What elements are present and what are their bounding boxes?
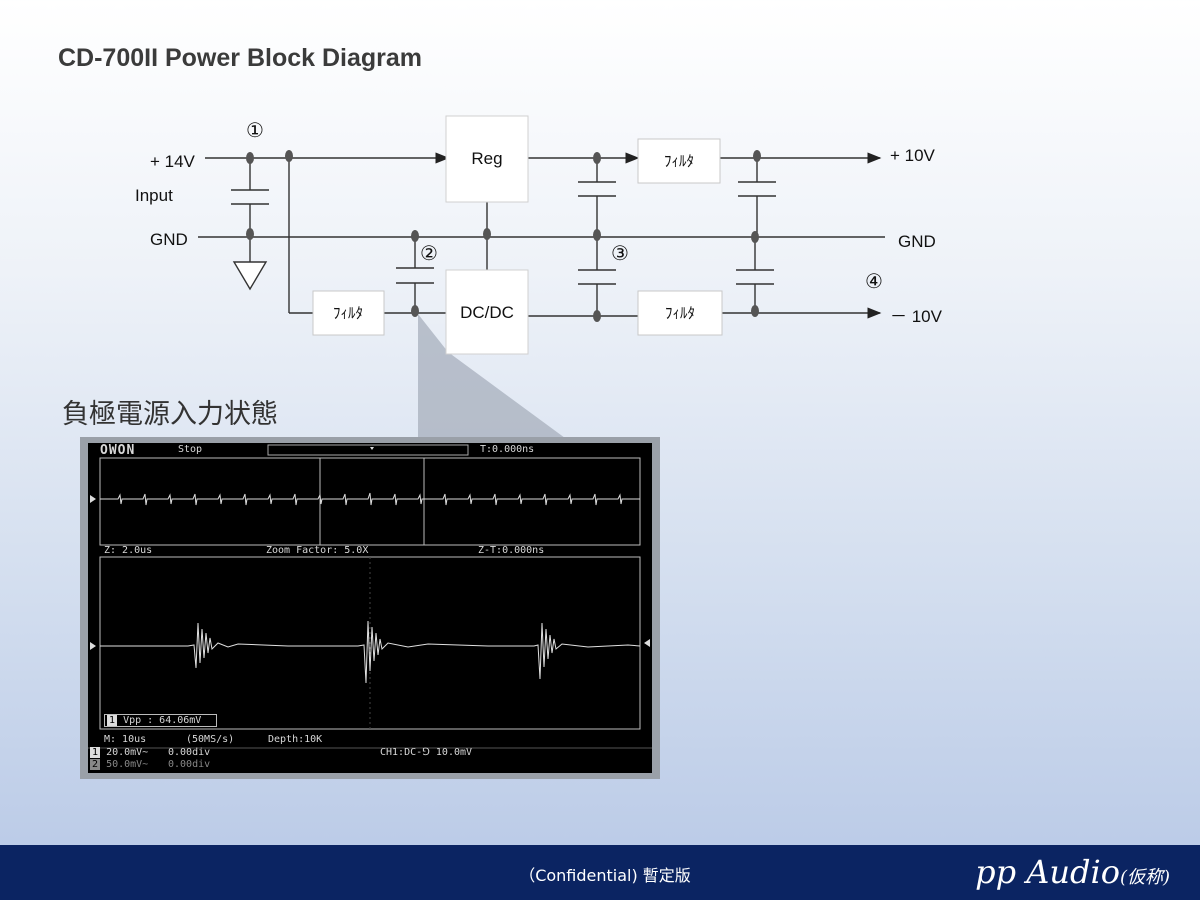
scope-ch2-scale: 50.0mV~ bbox=[106, 759, 148, 770]
scope-ch1-offset: 0.00div bbox=[168, 747, 210, 758]
filter-label: ﾌｨﾙﾀ bbox=[333, 305, 363, 322]
scope-depth: Depth:10K bbox=[268, 734, 322, 745]
zoom-waveform bbox=[100, 493, 640, 505]
ground-symbol bbox=[234, 237, 266, 289]
scope-ch1-scale: 20.0mV~ bbox=[106, 747, 148, 758]
input-label: Input bbox=[135, 186, 173, 205]
scope-trigger-setting: CH1:DC-⅁ 10.0mV bbox=[380, 747, 472, 758]
dcdc-block: DC/DC bbox=[446, 270, 528, 354]
marker-4: ④ bbox=[865, 271, 883, 293]
footer-brand: pp Audio(仮称) bbox=[975, 853, 1170, 891]
filter-block-neg: ﾌｨﾙﾀ bbox=[638, 291, 722, 335]
scope-zoom-timebase: Z: 2.0us bbox=[104, 545, 152, 556]
section-title: 負極電源入力状態 bbox=[62, 392, 278, 431]
filter-label: ﾌｨﾙﾀ bbox=[664, 153, 694, 170]
scope-timebase: M: 10us bbox=[104, 734, 146, 745]
capacitor-4-bottom bbox=[736, 237, 774, 313]
pos-output-label: + 10V bbox=[890, 146, 936, 165]
scope-ch2-row: 2 50.0mV~ bbox=[90, 759, 148, 770]
footer-bar: （Confidential) 暫定版 pp Audio(仮称) bbox=[0, 845, 1200, 900]
capacitor-4-top bbox=[738, 158, 776, 237]
marker-1: ① bbox=[246, 120, 264, 142]
footer-brand-suffix: (仮称) bbox=[1120, 867, 1170, 888]
marker-3: ③ bbox=[611, 243, 629, 265]
capacitor-input bbox=[231, 158, 269, 237]
dcdc-label: DC/DC bbox=[460, 303, 514, 322]
input-voltage-label: + 14V bbox=[150, 152, 196, 171]
filter-block-pos: ﾌｨﾙﾀ bbox=[638, 139, 720, 183]
reg-block: Reg bbox=[446, 116, 528, 202]
oscilloscope-screenshot: OWON Stop T:0.000ns Z: 2.0us Zoom Factor… bbox=[80, 437, 660, 779]
scope-measurement-box: 1 Vpp : 64.06mV bbox=[104, 714, 217, 727]
footer-brand-name: pp Audio bbox=[975, 853, 1120, 891]
filter-label: ﾌｨﾙﾀ bbox=[665, 305, 695, 322]
scope-screen: OWON Stop T:0.000ns Z: 2.0us Zoom Factor… bbox=[88, 443, 652, 773]
gnd-right-label: GND bbox=[898, 232, 936, 251]
filter-block-dcdc-in: ﾌｨﾙﾀ bbox=[313, 291, 384, 335]
scope-state: Stop bbox=[178, 444, 202, 455]
scope-zoom-trigger-time: Z-T:0.000ns bbox=[478, 545, 544, 556]
neg-output-label: － 10V bbox=[890, 307, 943, 326]
scope-trigger-time: T:0.000ns bbox=[480, 444, 534, 455]
scope-sample-rate: (50MS/s) bbox=[186, 734, 234, 745]
capacitor-3-top bbox=[578, 158, 616, 237]
reg-label: Reg bbox=[471, 149, 502, 168]
gnd-left-label: GND bbox=[150, 230, 188, 249]
power-block-diagram: Reg DC/DC ﾌｨﾙﾀ ﾌｨﾙﾀ ﾌｨﾙﾀ + 14V Input GND… bbox=[0, 0, 1200, 440]
scope-zoom-factor: Zoom Factor: 5.0X bbox=[266, 545, 368, 556]
scope-ch1-row: 1 20.0mV~ bbox=[90, 747, 148, 758]
scope-ch2-offset: 0.00div bbox=[168, 759, 210, 770]
marker-2: ② bbox=[420, 243, 438, 265]
scope-measurement: Vpp : 64.06mV bbox=[123, 715, 201, 726]
scope-brand: OWON bbox=[100, 443, 135, 458]
